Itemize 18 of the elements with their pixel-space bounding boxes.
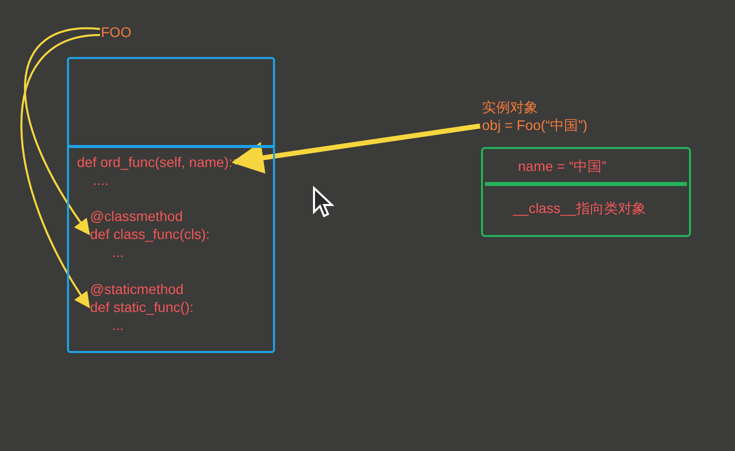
instance-label: 实例对象 [482,98,539,116]
instance-label: obj = Foo(“中国”) [482,116,588,134]
arrow [20,34,100,308]
code-line: .... [93,171,110,189]
arrow [231,124,480,174]
code-line: @classmethod [90,207,184,225]
class-object-box [67,57,275,353]
code-line: def static_func(): [90,298,194,316]
code-line: def ord_func(self, name): [77,153,233,171]
arrow [24,28,100,236]
class-name-label: FOO [101,23,132,41]
code-line: def class_func(cls): [90,225,210,243]
instance-object-box [481,147,691,237]
class-pointer-text: __class__指向类对象 [513,199,646,217]
code-line: ... [112,243,125,261]
code-line: ... [112,316,125,334]
code-line: @staticmethod [90,280,185,298]
attribute-text: name = “中国” [518,157,606,175]
